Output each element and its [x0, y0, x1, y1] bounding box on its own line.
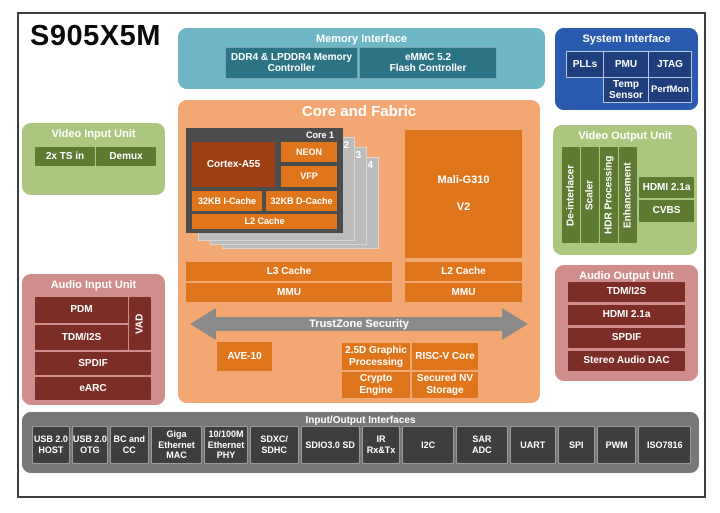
io-interfaces-block: Input/Output Interfaces USB 2.0 HOST USB… [22, 412, 699, 473]
gpu-name: Mali-G310 [437, 173, 490, 186]
io-cell-spi: SPI [557, 426, 595, 464]
spdif-input-box: SPDIF [35, 352, 151, 375]
crypto-engine-box: Crypto Engine [342, 372, 410, 398]
core1-label: Core 1 [305, 130, 334, 140]
demux-box: Demux [96, 147, 156, 166]
emmc-controller-box: eMMC 5.2 Flash Controller [359, 47, 497, 79]
cortex-a55-box: Cortex-A55 [192, 142, 275, 187]
core-fabric-title: Core and Fabric [301, 103, 417, 120]
l3-cache-bar: L3 Cache [186, 262, 392, 281]
icache-box: 32KB I-Cache [192, 191, 262, 211]
trustzone-label: TrustZone Security [309, 317, 409, 330]
cpu-mmu-bar: MMU [186, 283, 392, 302]
core-stack-number: 4 [367, 160, 373, 171]
hdmi-audio-output-box: HDMI 2.1a [568, 305, 685, 325]
io-cell-uart: UART [509, 426, 556, 464]
earc-box: eARC [35, 377, 151, 400]
deinterlacer-bar: De-interlacer [562, 147, 580, 243]
spdif-output-box: SPDIF [568, 328, 685, 348]
io-cell-usb-host: USB 2.0 HOST [32, 426, 70, 464]
core-l2-cache-box: L2 Cache [192, 214, 337, 229]
io-interfaces-title: Input/Output Interfaces [305, 415, 416, 426]
pmu-box: PMU [603, 51, 649, 78]
audio-input-title: Audio Input Unit [50, 279, 137, 291]
gpu-mmu-bar: MMU [405, 283, 522, 302]
vad-box: VAD [129, 297, 151, 350]
stereo-audio-dac-box: Stereo Audio DAC [568, 351, 685, 371]
pdm-box: PDM [35, 297, 128, 323]
io-cell-iso7816: ISO7816 [638, 426, 692, 464]
memory-interface-title: Memory Interface [315, 33, 408, 45]
core1-box: Core 1 Cortex-A55 NEON VFP 32KB I-Cache … [186, 128, 343, 233]
core-stack-number: 2 [343, 140, 349, 151]
video-input-title: Video Input Unit [51, 128, 136, 140]
io-cell-row: USB 2.0 HOST USB 2.0 OTG BC and CC Giga … [32, 426, 692, 464]
io-cell-sdxc-sdhc: SDXC/ SDHC [249, 426, 299, 464]
neon-box: NEON [281, 142, 337, 162]
io-cell-ethernet-phy: 10/100M Ethernet PHY [204, 426, 248, 464]
io-cell-giga-ethernet-mac: Giga Ethernet MAC [150, 426, 203, 464]
core-stack-number: 3 [355, 150, 361, 161]
vfp-box: VFP [281, 166, 337, 187]
audio-input-block: Audio Input Unit PDM TDM/I2S VAD SPDIF e… [22, 274, 165, 405]
tdm-i2s-output-box: TDM/I2S [568, 282, 685, 302]
cvbs-box: CVBS [639, 200, 694, 222]
temp-sensor-box: Temp Sensor [603, 77, 649, 103]
perfmon-box: PerfMon [648, 77, 692, 103]
io-cell-sdio: SDIO3.0 SD [300, 426, 360, 464]
riscv-core-box: RISC-V Core [412, 343, 478, 370]
jtag-box: JTAG [648, 51, 692, 78]
io-cell-ir: IR Rx&Tx [361, 426, 401, 464]
scaler-bar: Scaler [581, 147, 599, 243]
io-cell-bc-cc: BC and CC [109, 426, 149, 464]
gpu-version: V2 [456, 201, 471, 213]
video-output-title: Video Output Unit [578, 130, 672, 142]
tdm-i2s-input-box: TDM/I2S [35, 325, 128, 350]
double-arrow-icon [190, 308, 528, 340]
system-interface-block: System Interface PLLs PMU JTAG Temp Sens… [555, 28, 698, 110]
ts-in-box: 2x TS in [35, 147, 95, 166]
diagram-frame [17, 12, 706, 498]
trustzone-arrow: TrustZone Security [190, 307, 528, 341]
hdr-processing-bar: HDR Processing [600, 147, 618, 243]
video-output-block: Video Output Unit De-interlacer Scaler H… [553, 125, 697, 255]
io-cell-usb-otg: USB 2.0 OTG [71, 426, 108, 464]
audio-output-title: Audio Output Unit [579, 270, 674, 282]
io-cell-pwm: PWM [596, 426, 637, 464]
enhancement-bar: Enhancement [619, 147, 637, 243]
core-fabric-block: Core and Fabric 4 3 2 Core 1 Cortex-A55 … [178, 100, 540, 403]
video-input-block: Video Input Unit 2x TS in Demux [22, 123, 165, 195]
memory-interface-block: Memory Interface DDR4 & LPDDR4 Memory Co… [178, 28, 545, 89]
ave10-box: AVE-10 [217, 342, 272, 371]
system-interface-title: System Interface [582, 33, 671, 45]
dcache-box: 32KB D-Cache [266, 191, 337, 211]
audio-output-block: Audio Output Unit TDM/I2S HDMI 2.1a SPDI… [555, 265, 698, 381]
plls-box: PLLs [566, 51, 604, 78]
gpu-l2-cache-bar: L2 Cache [405, 262, 522, 281]
hdmi-output-box: HDMI 2.1a [639, 177, 694, 198]
mali-gpu-box: Mali-G310 V2 [405, 130, 522, 258]
graphic-2-5d-box: 2.5D Graphic Processing [342, 343, 410, 370]
ddr-controller-box: DDR4 & LPDDR4 Memory Controller [225, 47, 358, 79]
chip-title: S905X5M [30, 20, 161, 52]
io-cell-i2c: I2C [402, 426, 455, 464]
io-cell-sar-adc: SAR ADC [456, 426, 508, 464]
secured-nv-storage-box: Secured NV Storage [412, 372, 478, 398]
